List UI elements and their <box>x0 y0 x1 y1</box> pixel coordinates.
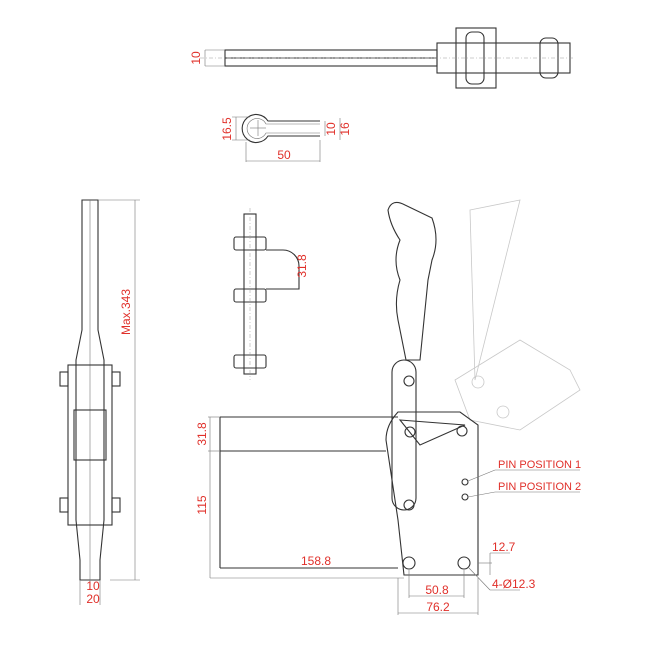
top-view: 10 <box>189 27 575 89</box>
dim-max-height: Max.343 <box>119 289 133 335</box>
dim-spindle-offset: 31.8 <box>295 254 309 278</box>
dim-base-height: 115 <box>195 495 209 514</box>
side-view: Max.343 10 20 <box>59 199 140 606</box>
dim-hole-spacing: 50.8 <box>425 583 449 597</box>
clevis-view: 16.5 10 16 50 <box>220 113 352 162</box>
dim-side-bottom-20: 20 <box>86 592 100 606</box>
dim-clevis-width: 16.5 <box>220 117 234 141</box>
dim-clevis-outer: 16 <box>338 122 352 136</box>
dim-base-width: 76.2 <box>426 600 450 614</box>
dim-clevis-length: 50 <box>277 148 291 162</box>
dim-rod-thickness: 10 <box>189 51 203 65</box>
pin-position-1-label: PIN POSITION 1 <box>498 459 581 471</box>
dim-clevis-slot: 10 <box>324 122 338 136</box>
dim-hole-edge: 12.7 <box>492 540 516 554</box>
dim-side-bottom-10: 10 <box>86 579 100 593</box>
front-view: 31.8 115 158.8 50.8 76.2 12.7 4-Ø12.3 PI… <box>195 199 581 615</box>
dim-arm-height: 31.8 <box>195 422 209 446</box>
dim-hole-spec: 4-Ø12.3 <box>492 577 536 591</box>
pin-position-2-label: PIN POSITION 2 <box>498 481 581 493</box>
dim-arm-length: 158.8 <box>301 554 331 568</box>
spindle-bolt-view: 31.8 <box>233 208 309 380</box>
